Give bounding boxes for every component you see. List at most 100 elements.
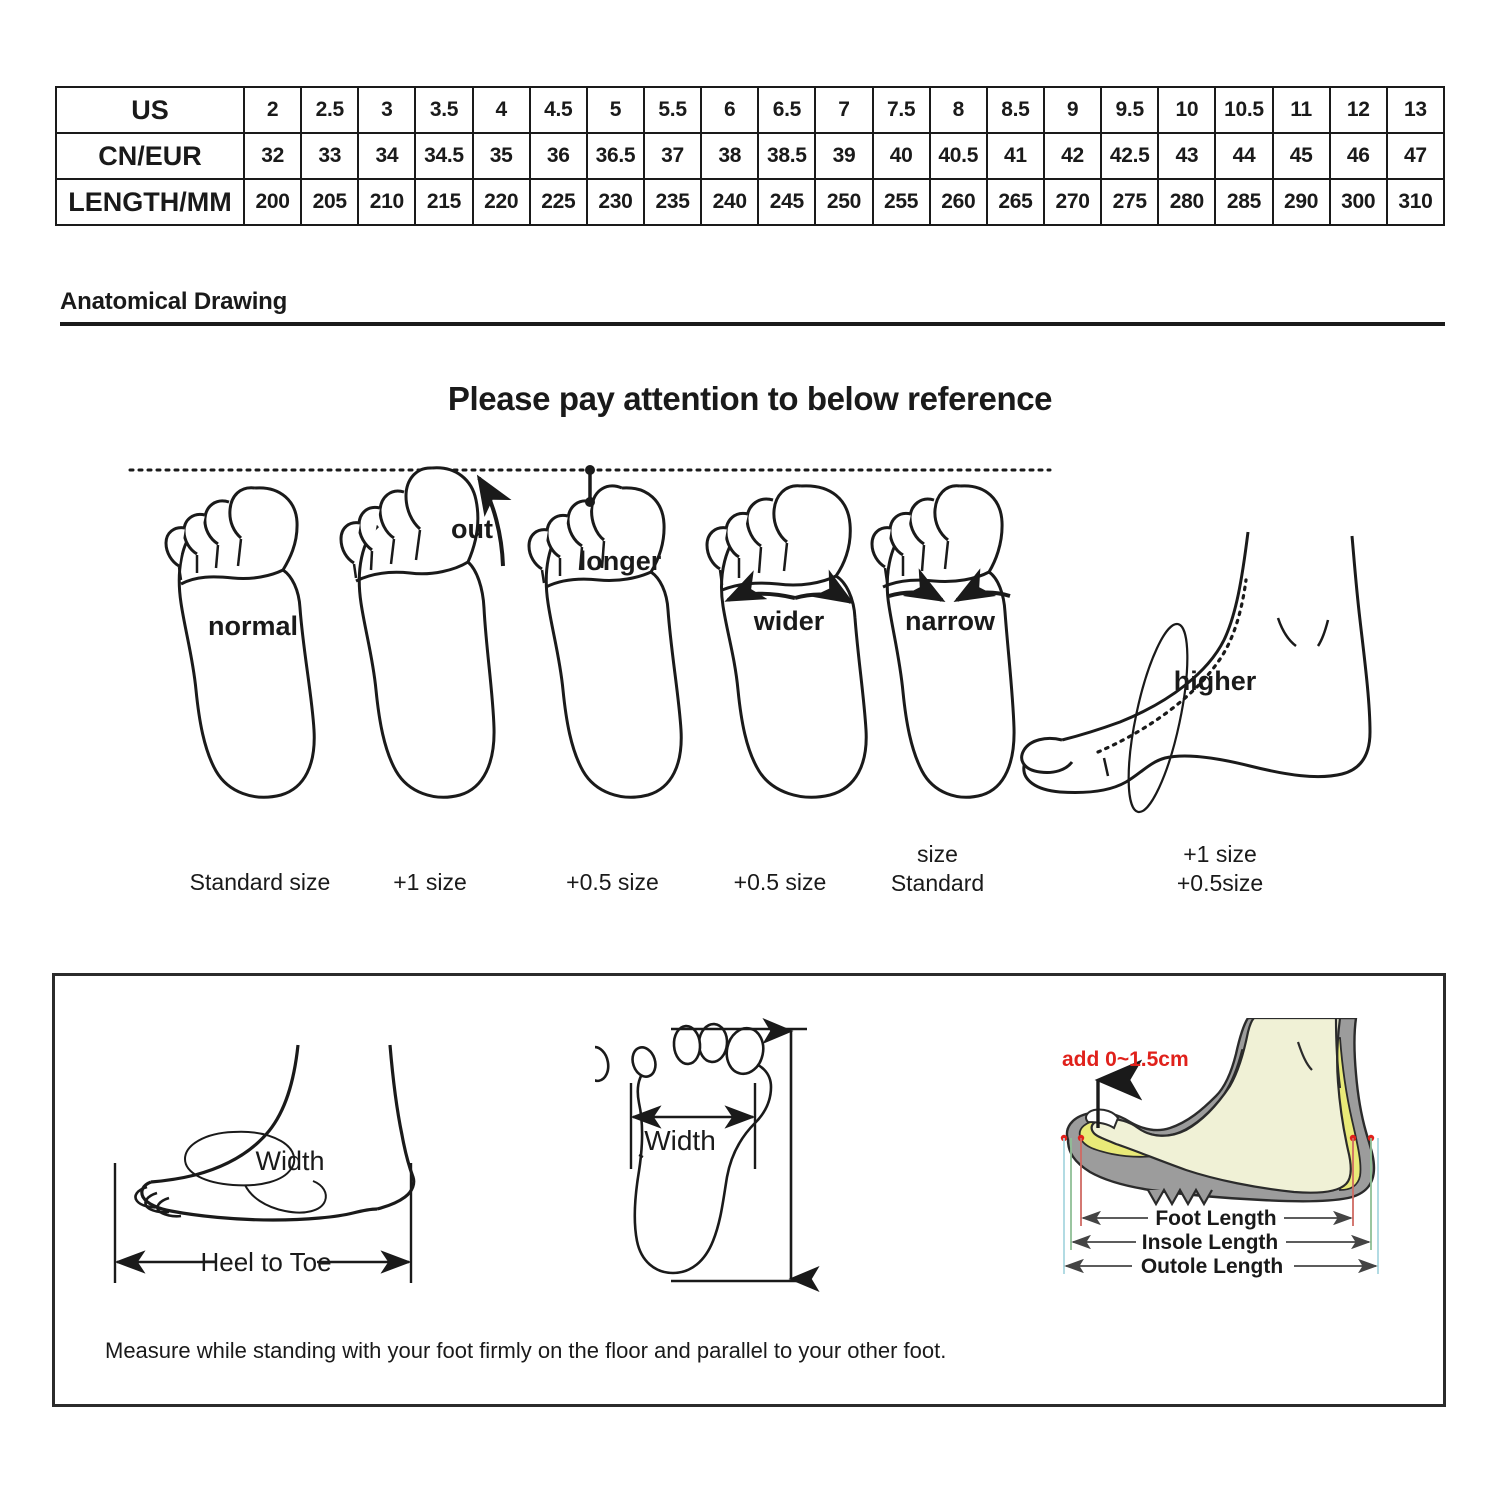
section-divider <box>60 322 1445 326</box>
label-add-allowance: add 0~1.5cm <box>1062 1048 1189 1071</box>
cell-us: 2.5 <box>300 86 360 134</box>
foot-caption-normal: Standard size <box>150 868 370 897</box>
foot-caption-longer: +0.5 size <box>520 868 705 897</box>
cell-us: 10.5 <box>1214 86 1274 134</box>
diagram-side-foot-measure: Width Heel to Toe <box>113 1044 416 1283</box>
foot-caption-out: +1 size <box>340 868 520 897</box>
caption-line: Standard <box>890 869 985 896</box>
foot-label-longer: longer <box>579 546 662 576</box>
table-row-us: US 2 2.5 3 3.5 4 4.5 5 5.5 6 6.5 7 7.5 8… <box>55 86 1446 134</box>
cell-length-mm: 245 <box>757 178 817 226</box>
cell-us: 6.5 <box>757 86 817 134</box>
table-row-cn-eur: CN/EUR 32 33 34 34.5 35 36 36.5 37 38 38… <box>55 132 1446 180</box>
foot-label-out: out <box>451 514 493 544</box>
cell-us: 8 <box>928 86 988 134</box>
cell-us: 9 <box>1042 86 1103 134</box>
cell-us: 12 <box>1328 86 1388 134</box>
caption-line: size <box>917 841 958 867</box>
cell-cn-eur: 36.5 <box>585 132 645 180</box>
foot-shape-illustrations: normal out longer <box>0 440 1500 840</box>
cell-us: 4.5 <box>528 86 588 134</box>
cell-cn-eur: 42.5 <box>1100 132 1160 180</box>
cell-length-mm: 250 <box>814 178 874 226</box>
cell-cn-eur: 34 <box>357 132 417 180</box>
table-row-length-mm: LENGTH/MM 200 205 210 215 220 225 230 23… <box>55 178 1446 226</box>
foot-caption-narrow: size Standard <box>855 840 1020 898</box>
foot-narrow: narrow <box>870 484 1016 799</box>
cell-cn-eur: 35 <box>471 132 531 180</box>
cell-cn-eur: 44 <box>1214 132 1274 180</box>
cell-cn-eur: 32 <box>242 132 303 180</box>
cell-cn-eur: 36 <box>528 132 588 180</box>
cell-cn-eur: 41 <box>985 132 1045 180</box>
foot-wider: wider <box>705 484 868 799</box>
caption-line: +1 size <box>393 869 467 895</box>
row-header-cn-eur: CN/EUR <box>55 132 245 180</box>
cell-us: 8.5 <box>985 86 1045 134</box>
cell-length-mm: 215 <box>414 178 474 226</box>
row-header-length-mm: LENGTH/MM <box>55 178 245 226</box>
label-foot-length: Foot Length <box>1155 1207 1276 1230</box>
cell-length-mm: 300 <box>1328 178 1388 226</box>
cell-length-mm: 275 <box>1100 178 1160 226</box>
caption-line: Standard size <box>189 869 331 895</box>
cell-cn-eur: 33 <box>300 132 360 180</box>
cell-length-mm: 290 <box>1271 178 1331 226</box>
cell-cn-eur: 40.5 <box>928 132 988 180</box>
cell-us: 2 <box>242 86 303 134</box>
cell-us: 10 <box>1157 86 1217 134</box>
out-direction-arrow <box>476 474 512 567</box>
cell-us: 9.5 <box>1100 86 1160 134</box>
section-title: Anatomical Drawing <box>60 288 288 315</box>
cell-cn-eur: 39 <box>814 132 874 180</box>
cell-cn-eur: 40 <box>871 132 931 180</box>
cell-us: 6 <box>700 86 760 134</box>
cell-length-mm: 205 <box>300 178 360 226</box>
narrow-arrows <box>888 568 1011 602</box>
cell-length-mm: 260 <box>928 178 988 226</box>
cell-cn-eur: 47 <box>1385 132 1446 180</box>
foot-label-narrow: narrow <box>905 606 996 636</box>
foot-higher-instep: higher <box>1020 531 1372 814</box>
cell-us: 4 <box>471 86 531 134</box>
cell-cn-eur: 45 <box>1271 132 1331 180</box>
foot-label-normal: normal <box>208 611 298 641</box>
cell-us: 11 <box>1271 86 1331 134</box>
shoe-tread <box>1147 1187 1213 1207</box>
measurement-note: Measure while standing with your foot fi… <box>105 1338 947 1363</box>
caption-line: +0.5 size <box>566 869 659 895</box>
wider-arrows <box>724 569 855 605</box>
size-chart-table: US 2 2.5 3 3.5 4 4.5 5 5.5 6 6.5 7 7.5 8… <box>55 86 1446 226</box>
cell-us: 3.5 <box>414 86 474 134</box>
foot-longer: longer <box>527 465 683 799</box>
caption-line: +0.5 size <box>733 869 827 895</box>
row-header-us: US <box>55 86 245 134</box>
label-insole-length: Insole Length <box>1142 1231 1279 1254</box>
cell-length-mm: 225 <box>528 178 588 226</box>
instep-dotted-curve <box>1096 578 1248 754</box>
cell-us: 7.5 <box>871 86 931 134</box>
reference-heading: Please pay attention to below reference <box>447 380 1053 417</box>
size-chart-table-container: US 2 2.5 3 3.5 4 4.5 5 5.5 6 6.5 7 7.5 8… <box>55 86 1446 226</box>
cell-cn-eur: 38 <box>700 132 760 180</box>
caption-line: +0.5size <box>1176 869 1264 896</box>
cell-cn-eur: 37 <box>642 132 703 180</box>
cell-cn-eur: 42 <box>1042 132 1103 180</box>
cell-length-mm: 210 <box>357 178 417 226</box>
diagram-footprint-measure: Width <box>595 1018 820 1292</box>
cell-length-mm: 265 <box>985 178 1045 226</box>
cell-cn-eur: 34.5 <box>414 132 474 180</box>
cell-length-mm: 285 <box>1214 178 1274 226</box>
cell-us: 13 <box>1385 86 1446 134</box>
cell-length-mm: 310 <box>1385 178 1446 226</box>
cell-length-mm: 255 <box>871 178 931 226</box>
diagram-shoe-cross-section: add 0~1.5cm Foot Length Insole Length Ou… <box>1060 1018 1379 1278</box>
cell-cn-eur: 46 <box>1328 132 1388 180</box>
cell-length-mm: 270 <box>1042 178 1103 226</box>
label-width-print: Width <box>644 1125 716 1156</box>
cell-us: 5.5 <box>642 86 703 134</box>
cell-length-mm: 240 <box>700 178 760 226</box>
anatomical-drawing-section-header: Anatomical Drawing <box>60 288 1445 326</box>
cell-us: 5 <box>585 86 645 134</box>
foot-out: out <box>339 466 512 799</box>
